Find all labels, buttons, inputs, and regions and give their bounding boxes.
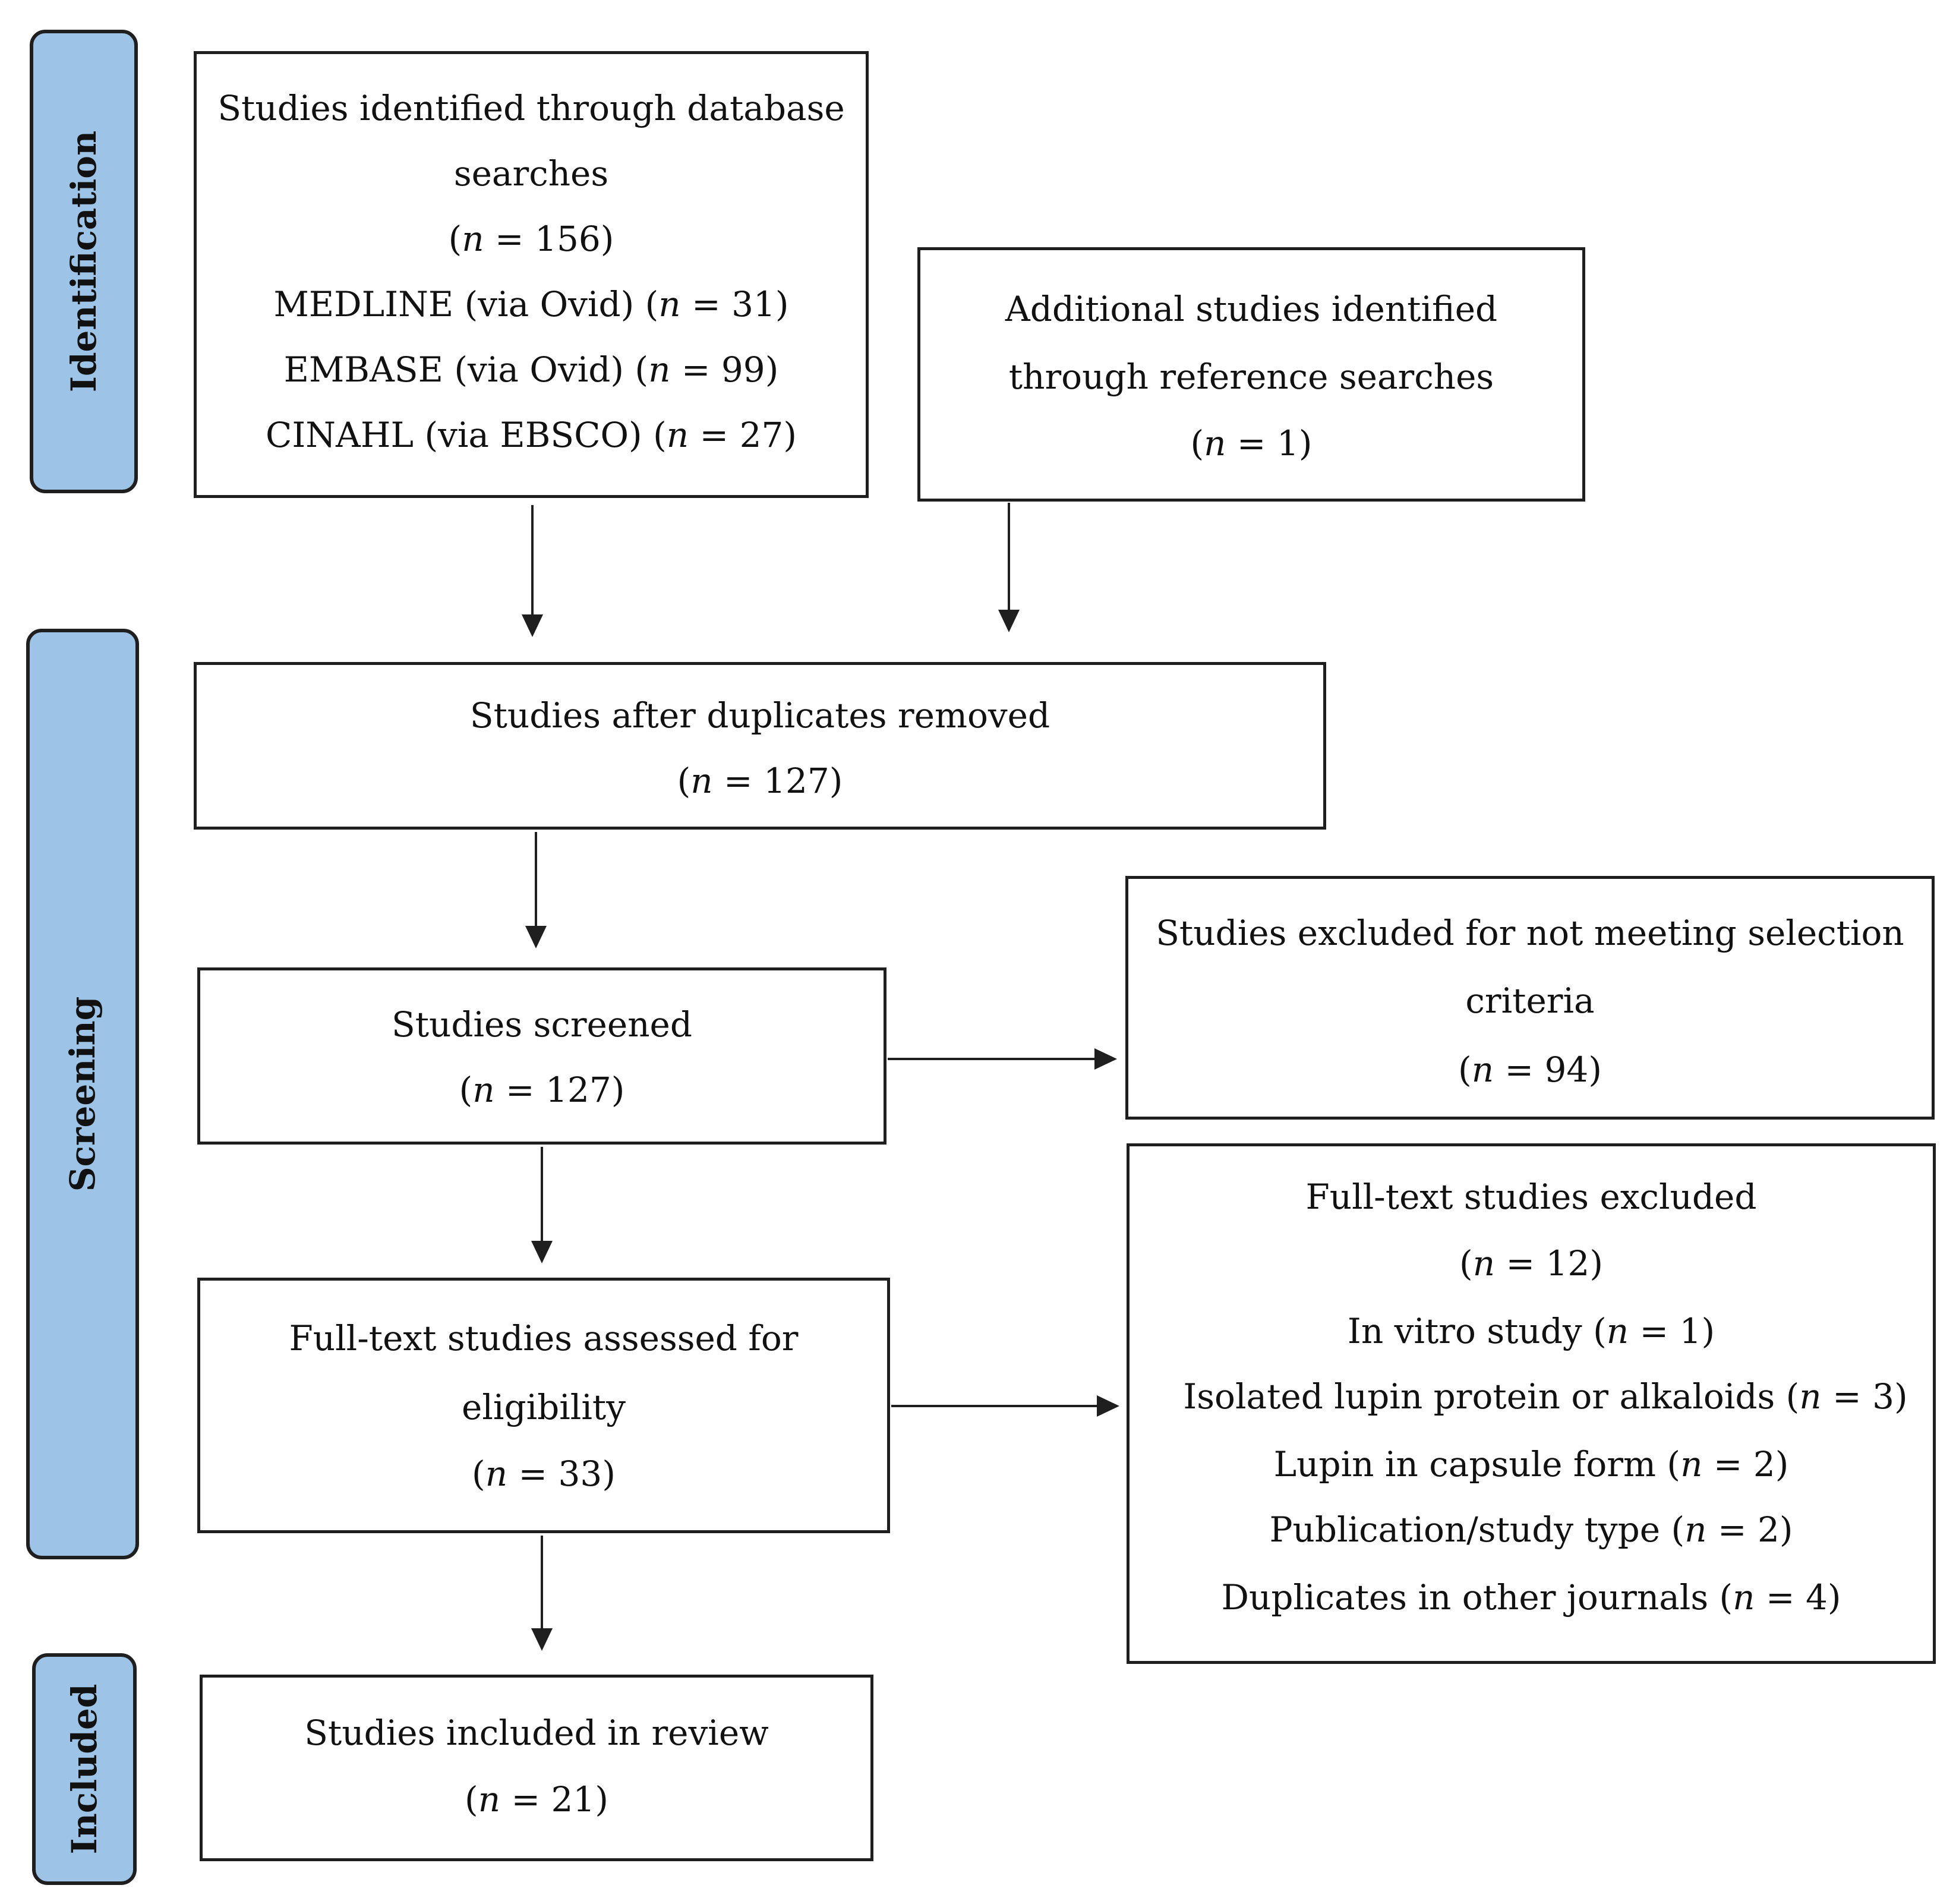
phase-identification-label: Identification	[64, 130, 104, 393]
database-medline: MEDLINE (via Ovid) (n = 31)	[273, 284, 789, 324]
excluded-criteria-title-line1: Studies excluded for not meeting selecti…	[1156, 913, 1904, 953]
fulltext-excluded-title: Full-text studies excluded	[1305, 1177, 1757, 1217]
additional-title-line1: Additional studies identified	[1005, 289, 1498, 329]
arrowhead-icon	[998, 610, 1020, 632]
exclusion-reason: Isolated lupin protein or alkaloids (n =…	[1183, 1376, 1908, 1417]
exclusion-reason: Publication/study type (n = 2)	[1269, 1509, 1793, 1550]
excluded-criteria-box: Studies excluded for not meeting selecti…	[1125, 876, 1935, 1120]
screened-box: Studies screened (n = 127)	[197, 967, 886, 1145]
phase-identification: Identification	[30, 30, 138, 493]
phase-included: Included	[32, 1653, 137, 1885]
included-box: Studies included in review (n = 21)	[200, 1675, 873, 1861]
fulltext-assessed-title-line2: eligibility	[462, 1387, 626, 1427]
database-search-box: Studies identified through database sear…	[194, 51, 869, 498]
screened-title: Studies screened	[391, 1004, 693, 1045]
arrowhead-icon	[531, 1628, 553, 1651]
database-title-line1: Studies identified through database	[217, 88, 845, 128]
arrowhead-icon	[1097, 1395, 1119, 1417]
arrowhead-icon	[531, 1241, 553, 1263]
fulltext-excluded-count: (n = 12)	[1459, 1243, 1603, 1284]
database-cinahl: CINAHL (via EBSCO) (n = 27)	[266, 415, 797, 455]
fulltext-assessed-box: Full-text studies assessed for eligibili…	[197, 1278, 890, 1533]
excluded-criteria-count: (n = 94)	[1458, 1049, 1602, 1090]
additional-count: (n = 1)	[1190, 423, 1313, 464]
deduplicated-title: Studies after duplicates removed	[469, 695, 1050, 736]
phase-included-label: Included	[64, 1684, 105, 1855]
arrowhead-icon	[522, 614, 543, 637]
phase-screening-label: Screening	[62, 996, 103, 1192]
included-count: (n = 21)	[465, 1779, 608, 1820]
fulltext-excluded-box: Full-text studies excluded (n = 12) In v…	[1127, 1143, 1936, 1664]
screened-count: (n = 127)	[459, 1070, 625, 1110]
arrowhead-icon	[1094, 1048, 1117, 1070]
exclusion-reason: Duplicates in other journals (n = 4)	[1221, 1577, 1841, 1618]
additional-studies-box: Additional studies identified through re…	[917, 247, 1585, 502]
database-title-line2: searches	[453, 153, 609, 194]
fulltext-assessed-title-line1: Full-text studies assessed for	[289, 1318, 799, 1358]
additional-title-line2: through reference searches	[1008, 357, 1494, 397]
database-total: (n = 156)	[448, 219, 614, 259]
phase-screening: Screening	[26, 629, 139, 1559]
deduplicated-box: Studies after duplicates removed (n = 12…	[194, 662, 1326, 830]
fulltext-assessed-count: (n = 33)	[472, 1454, 616, 1494]
exclusion-reason: Lupin in capsule form (n = 2)	[1273, 1444, 1789, 1484]
excluded-criteria-title-line2: criteria	[1465, 981, 1595, 1021]
arrowhead-icon	[525, 926, 547, 948]
exclusion-reason: In vitro study (n = 1)	[1347, 1311, 1715, 1351]
included-title: Studies included in review	[304, 1713, 769, 1753]
database-embase: EMBASE (via Ovid) (n = 99)	[283, 349, 779, 390]
deduplicated-count: (n = 127)	[677, 761, 843, 801]
